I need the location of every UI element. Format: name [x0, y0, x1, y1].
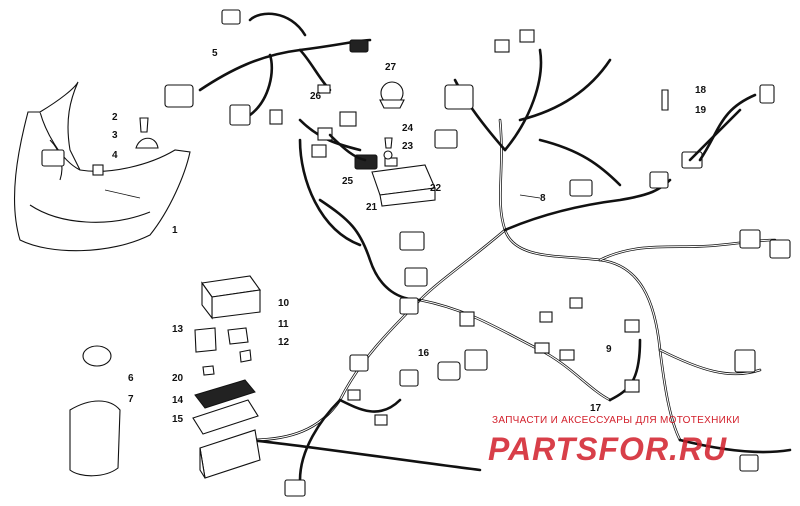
callout-26: 26 — [310, 91, 322, 102]
sub-harness-top — [198, 12, 372, 247]
callout-14: 14 — [172, 395, 184, 406]
callout-10: 10 — [278, 298, 290, 309]
relay-27 — [379, 81, 405, 109]
connectors — [164, 9, 791, 497]
headlight-housing — [13, 81, 191, 252]
callout-15: 15 — [172, 414, 184, 425]
callout-labels: 1 2 3 4 5 6 7 8 9 10 11 12 13 14 15 16 1… — [112, 48, 707, 425]
callout-25: 25 — [342, 176, 354, 187]
callout-11: 11 — [278, 319, 289, 330]
watermark-brand: PARTSFOR.RU — [488, 431, 727, 467]
callout-21: 21 — [366, 202, 378, 213]
callout-19: 19 — [695, 105, 707, 116]
callout-1: 1 — [172, 225, 178, 236]
watermark: ЗАПЧАСТИ И АКСЕССУАРЫ ДЛЯ МОТОТЕХНИКИ PA… — [488, 415, 740, 467]
callout-5: 5 — [212, 48, 218, 59]
callout-17: 17 — [590, 403, 602, 414]
control-module — [311, 111, 436, 207]
callout-2: 2 — [112, 112, 118, 123]
fuse-block — [192, 379, 261, 479]
callout-6: 6 — [128, 373, 134, 384]
callout-4: 4 — [112, 150, 118, 161]
callout-12: 12 — [278, 337, 290, 348]
callout-16: 16 — [418, 348, 430, 359]
grommet-and-sleeve — [69, 345, 121, 477]
callout-8: 8 — [540, 193, 546, 204]
callout-23: 23 — [402, 141, 414, 152]
speed-sensor — [661, 89, 742, 162]
callout-27: 27 — [385, 62, 397, 73]
callout-20: 20 — [172, 373, 184, 384]
watermark-caption: ЗАПЧАСТИ И АКСЕССУАРЫ ДЛЯ МОТОТЕХНИКИ — [492, 415, 740, 426]
callout-9: 9 — [606, 344, 612, 355]
callout-22: 22 — [430, 183, 442, 194]
relay-box — [194, 275, 261, 376]
callout-24: 24 — [402, 123, 414, 134]
callout-7: 7 — [128, 394, 134, 405]
small-hardware — [92, 117, 393, 176]
callout-3: 3 — [112, 130, 118, 141]
callout-18: 18 — [695, 85, 707, 96]
callout-13: 13 — [172, 324, 184, 335]
